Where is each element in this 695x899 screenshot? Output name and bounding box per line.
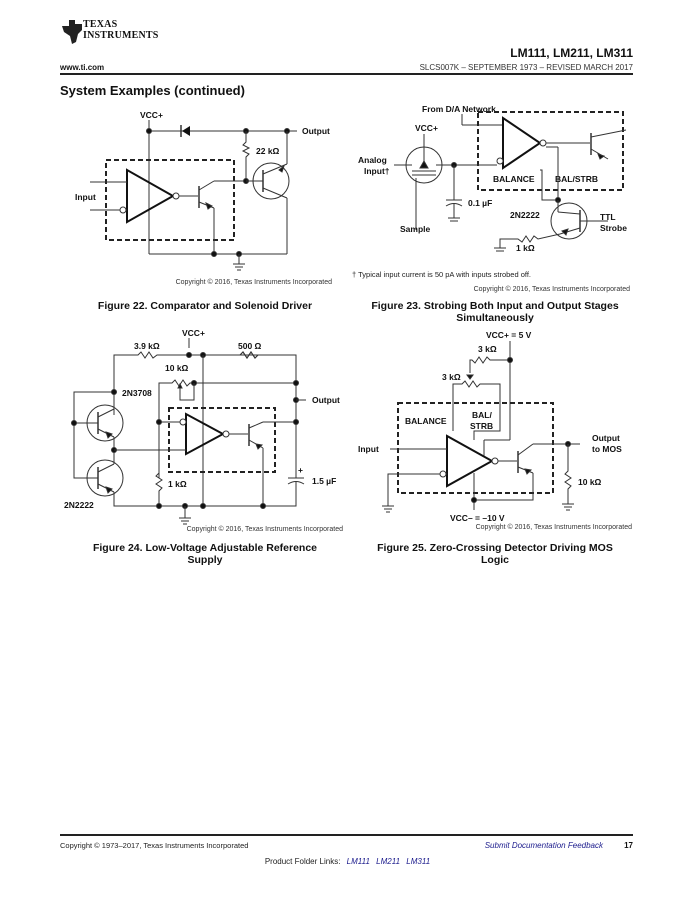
footer-rule — [60, 834, 633, 836]
vcc-minus-label: VCC– = –10 V — [450, 513, 505, 523]
figure-22-caption: Figure 22. Comparator and Solenoid Drive… — [97, 300, 313, 312]
output-label-2: to MOS — [592, 444, 622, 454]
figure-25-copyright: Copyright © 2016, Texas Instruments Inco… — [475, 524, 632, 531]
pot-label: 10 kΩ — [165, 363, 189, 373]
caption-line: Simultaneously — [456, 312, 534, 324]
figure-24-copyright: Copyright © 2016, Texas Instruments Inco… — [186, 526, 343, 533]
ic-boundary — [168, 407, 276, 473]
folder-link-lm111[interactable]: LM111 — [346, 857, 370, 866]
figure-23-schematic: From D/A Network VCC+ BALANCE BAL/STRB A… — [358, 104, 627, 253]
caption-line: Figure 25. Zero-Crossing Detector Drivin… — [377, 542, 613, 554]
resistor-label: 1 kΩ — [516, 243, 535, 253]
output-label: Output — [302, 126, 330, 136]
r1-label: 3.9 kΩ — [134, 341, 160, 351]
folder-label: Product Folder Links: — [264, 857, 341, 866]
ti-logo-text: Texas Instruments — [83, 19, 159, 41]
figure-25-schematic: VCC+ = 5 V 3 kΩ 3 kΩ BALANCE BAL/ STRB I… — [358, 330, 622, 523]
r2-label: 500 Ω — [238, 341, 262, 351]
vcc-label: VCC+ — [140, 110, 163, 120]
vcc-label: VCC+ — [415, 123, 438, 133]
caption-line: Figure 23. Strobing Both Input and Outpu… — [371, 300, 619, 312]
r2-label: 10 kΩ — [578, 477, 602, 487]
page-number: 17 — [624, 841, 633, 850]
pot-label: 3 kΩ — [442, 372, 461, 382]
ti-logo-icon — [62, 20, 82, 44]
vcc-plus-label: VCC+ = 5 V — [486, 330, 532, 340]
cap-plus-label: + — [298, 465, 303, 475]
bal-label-2: STRB — [470, 421, 493, 431]
output-label: Output — [312, 395, 340, 405]
website-link[interactable]: www.ti.com — [60, 63, 105, 72]
balance-label: BALANCE — [405, 416, 447, 426]
folder-link-lm311[interactable]: LM311 — [406, 857, 431, 866]
analog-label-2: Input† — [364, 166, 390, 176]
output-label-1: Output — [592, 433, 620, 443]
cap-label: 1.5 µF — [312, 476, 336, 486]
from-da-label: From D/A Network — [422, 104, 496, 114]
balance-label: BALANCE — [493, 174, 535, 184]
r3-label: 1 kΩ — [168, 479, 187, 489]
ic-boundary — [477, 111, 624, 191]
transistor-label: 2N2222 — [510, 210, 540, 220]
section-title: System Examples (continued) — [60, 83, 245, 98]
part-numbers: LM111, LM211, LM311 — [510, 46, 633, 60]
figure-22-copyright: Copyright © 2016, Texas Instruments Inco… — [175, 279, 332, 286]
caption-line: Supply — [187, 554, 223, 566]
r1-label: 3 kΩ — [478, 344, 497, 354]
caption-line: Figure 24. Low-Voltage Adjustable Refere… — [92, 542, 318, 554]
q1-label: 2N3708 — [122, 388, 152, 398]
footer-copyright: Copyright © 1973–2017, Texas Instruments… — [60, 841, 249, 850]
figure-23-copyright: Copyright © 2016, Texas Instruments Inco… — [473, 286, 630, 293]
ic-boundary — [105, 159, 235, 241]
figure-23-caption: Figure 23. Strobing Both Input and Outpu… — [350, 300, 640, 324]
bal-strb-label: BAL/STRB — [555, 174, 598, 184]
figure-22-schematic: VCC+ Output 22 kΩ Input — [75, 110, 330, 271]
bal-label-1: BAL/ — [472, 410, 492, 420]
capacitor-label: 0.1 µF — [468, 198, 492, 208]
analog-label-1: Analog — [358, 155, 387, 165]
folder-link-lm211[interactable]: LM211 — [376, 857, 401, 866]
q2-label: 2N2222 — [64, 500, 94, 510]
header-rule — [60, 73, 633, 75]
product-folder-links: Product Folder Links: LM111 LM211 LM311 — [0, 857, 695, 866]
input-label: Input — [358, 444, 379, 454]
resistor-label: 22 kΩ — [256, 146, 280, 156]
figure-24-caption: Figure 24. Low-Voltage Adjustable Refere… — [60, 542, 350, 566]
document-id: SLCS007K – SEPTEMBER 1973 – REVISED MARC… — [419, 63, 633, 72]
caption-line: Logic — [481, 554, 509, 566]
figure-23-footnote: † Typical input current is 50 pA with in… — [352, 270, 531, 279]
vcc-label: VCC+ — [182, 328, 205, 338]
submit-feedback-link[interactable]: Submit Documentation Feedback — [484, 841, 603, 850]
ic-boundary — [397, 402, 554, 494]
sample-label: Sample — [400, 224, 431, 234]
figure-24-schematic: VCC+ 3.9 kΩ 500 Ω 10 kΩ Output 2N3708 2N… — [64, 328, 340, 525]
input-label: Input — [75, 192, 96, 202]
figure-25-caption: Figure 25. Zero-Crossing Detector Drivin… — [350, 542, 640, 566]
ttl-label-1: TTL — [600, 212, 616, 222]
ttl-label-2: Strobe — [600, 223, 627, 233]
